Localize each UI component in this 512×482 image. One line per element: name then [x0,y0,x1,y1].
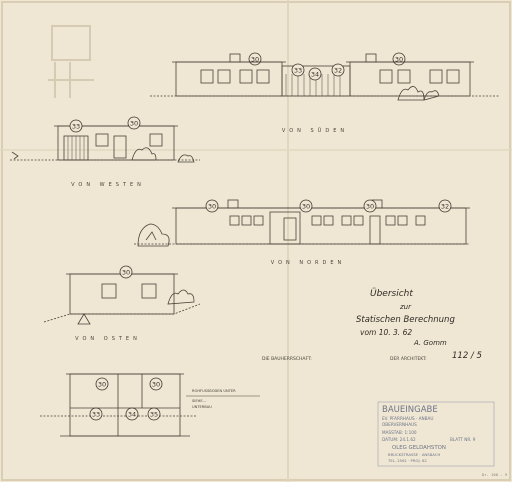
slope-line [43,303,201,323]
stamp-address: TEL. 2561 · PROJ. 62 [387,458,427,463]
section-note-line: ROHFUSSBODEN UNTER [192,389,236,393]
annotation-line: zur [399,303,412,311]
room-marker: 30 [98,381,106,389]
room-marker: 32 [441,203,449,211]
room-marker: 34 [128,411,136,419]
annotation-line: Statischen Berechnung [356,315,455,325]
ground-mark [11,151,19,160]
document-number: 112 / 5 [452,351,482,361]
stamp-office: OLEG GELDAHSTON [392,445,446,451]
tree-branch [145,231,157,241]
room-marker: 30 [395,56,403,64]
stamp-row: EV. PFARRHAUS · ANBAU [382,416,433,421]
room-marker: 30 [208,203,216,211]
shrub [131,147,157,161]
corner-note: Dr. 100 - 9 [482,472,508,477]
west-markers: 33 30 [69,116,141,133]
room-marker: 33 [92,411,100,419]
section-markers: 30 30 33 34 35 [89,377,163,421]
section-note-line: SIEHE... [192,399,206,403]
annotation-date: vom 10. 3. 62 [360,328,412,337]
room-marker: 30 [366,203,374,211]
elevation-north [134,199,470,247]
room-marker: 30 [251,56,259,64]
elevation-west [10,125,200,163]
elevation-label: VON WESTEN [71,182,145,188]
signature: A. Gomm [413,339,447,347]
handwritten-annotation: Übersicht zur Statischen Berechnung vom … [356,288,482,361]
section-note-line: UNTERBAU [192,405,212,409]
building-section [40,373,260,437]
shrub [177,154,195,163]
room-marker: 34 [311,71,319,79]
elevation-south [150,53,500,101]
faded-logo [48,25,94,98]
stamp-scale: MASSTAB: 1:100 [382,430,417,435]
stamp-date: DATUM: 24.1.62 [382,437,416,442]
stamp-sheet-number: BLATT NR. 9 [450,437,476,442]
elevation-label: VON NORDEN [271,260,346,266]
elevation-label: VON SÜDEN [282,127,348,134]
room-marker: 35 [150,411,158,419]
foundation [77,313,91,325]
stamp-heading: BAUEINGABE [382,405,438,415]
shrub [397,86,425,101]
shrub [423,90,440,101]
room-marker: 32 [334,67,342,75]
stamp-address: BRUCKSTRASSE · ANSBACH [388,452,440,457]
section-note: ROHFUSSBODEN UNTER SIEHE... UNTERBAU [192,389,236,409]
annotation-title: Übersicht [370,288,413,299]
stamp-frame [377,401,495,467]
north-markers: 30 30 30 32 [205,199,452,213]
title-stamp: BAUEINGABE EV. PFARRHAUS · ANBAU OBERVER… [377,401,495,467]
room-marker: 30 [130,120,138,128]
room-marker: 33 [72,123,80,131]
room-marker: 30 [122,269,130,277]
room-marker: 30 [152,381,160,389]
east-markers: 30 [119,265,133,279]
shrub [167,289,195,305]
architect-label: DER ARCHITEKT: [390,356,427,362]
room-marker: 30 [302,203,310,211]
client-label: DIE BAUHERRSCHAFT: [262,356,312,362]
tree [137,223,170,247]
elevation-label: VON OSTEN [75,336,141,342]
south-markers: 30 30 33 34 32 [248,52,406,81]
stamp-row: OBERVERNHAUS [382,422,417,427]
room-marker: 33 [294,67,302,75]
